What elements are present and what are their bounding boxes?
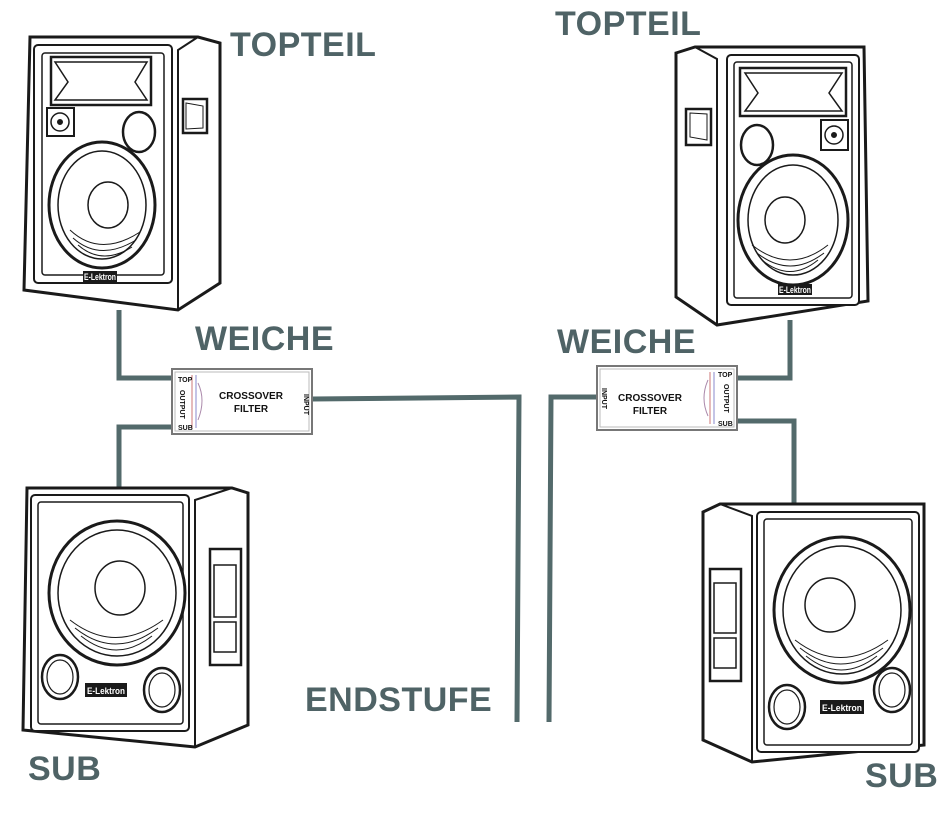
crossover-sub-label: SUB bbox=[718, 421, 733, 428]
label-topteil-left: TOPTEIL bbox=[230, 26, 377, 64]
brand-text: E-Lektron bbox=[87, 686, 125, 696]
crossover-output-label: OUTPUT bbox=[178, 390, 185, 420]
cable-left-top bbox=[116, 310, 172, 381]
top-speaker-left bbox=[22, 35, 222, 312]
crossover-input-label: INPUT bbox=[600, 388, 607, 410]
cable-left-sub bbox=[116, 424, 172, 488]
brand-text: E-Lektron bbox=[822, 703, 862, 713]
label-sub-right: SUB bbox=[865, 757, 939, 795]
sub-speaker-right bbox=[701, 502, 926, 764]
brand-plate bbox=[83, 271, 117, 282]
crossover-subtitle: FILTER bbox=[234, 404, 269, 415]
crossover-output-label: OUTPUT bbox=[722, 384, 729, 414]
sub-speaker-left bbox=[21, 486, 250, 749]
label-sub-left: SUB bbox=[28, 750, 102, 788]
brand-plate bbox=[85, 683, 127, 697]
cable-right-sub bbox=[737, 418, 797, 504]
crossover-input-label: INPUT bbox=[302, 394, 309, 416]
top-speaker-right bbox=[674, 45, 870, 327]
label-weiche-right: WEICHE bbox=[557, 323, 696, 361]
crossover-right: TOP SUB OUTPUT INPUT CROSSOVER FILTER bbox=[596, 365, 738, 431]
brand-text: E-Lektron bbox=[84, 272, 116, 282]
crossover-sub-label: SUB bbox=[178, 425, 193, 432]
crossover-left: TOP SUB OUTPUT INPUT CROSSOVER FILTER bbox=[171, 368, 313, 435]
label-endstufe: ENDSTUFE bbox=[305, 681, 493, 719]
cable-left-amp bbox=[311, 394, 522, 723]
cables bbox=[116, 310, 797, 723]
crossover-title: CROSSOVER bbox=[219, 391, 284, 402]
brand-text: E-Lektron bbox=[779, 285, 811, 295]
crossover-top-label: TOP bbox=[178, 377, 193, 384]
cable-right-amp bbox=[546, 394, 597, 723]
label-weiche-left: WEICHE bbox=[195, 320, 334, 358]
brand-plate bbox=[820, 700, 864, 714]
label-topteil-right: TOPTEIL bbox=[555, 5, 702, 43]
crossover-title: CROSSOVER bbox=[618, 393, 683, 404]
cable-right-top bbox=[737, 320, 793, 381]
brand-plate bbox=[778, 284, 812, 295]
crossover-subtitle: FILTER bbox=[633, 406, 668, 417]
crossover-top-label: TOP bbox=[718, 372, 733, 379]
